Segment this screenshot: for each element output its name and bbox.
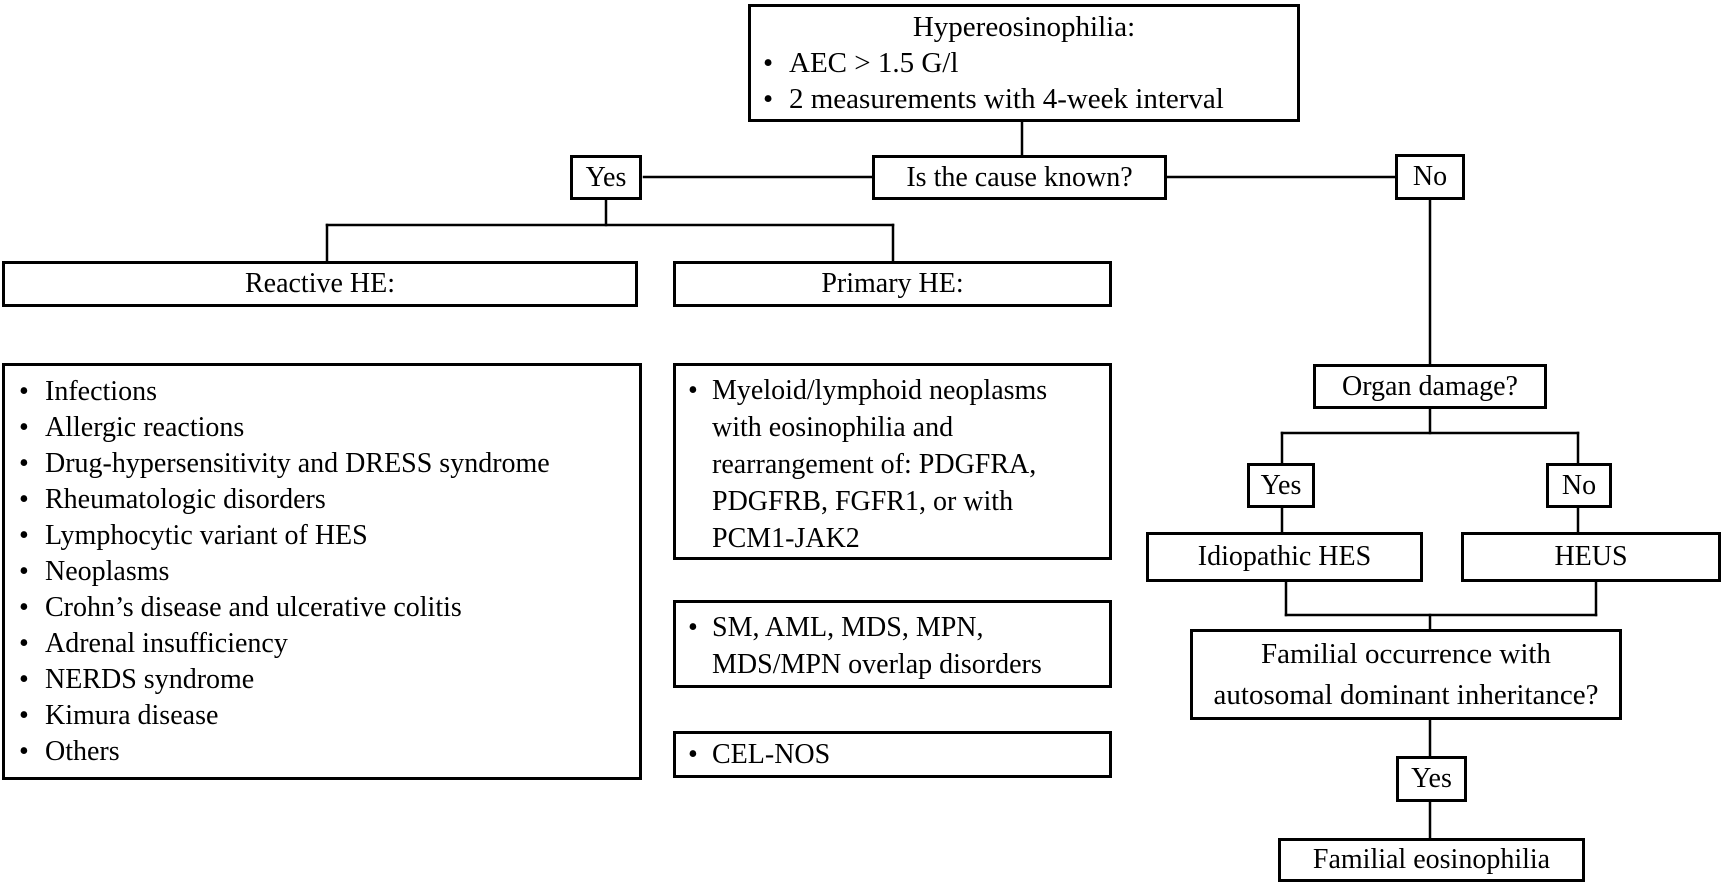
bullet-icon: •: [19, 520, 29, 551]
familial-eosinophilia-box: Familial eosinophilia: [1278, 838, 1585, 882]
organ-damage-question-label: Organ damage?: [1342, 370, 1518, 402]
heus-label: HEUS: [1554, 541, 1628, 572]
list-item: • Infections: [19, 374, 633, 410]
list-item: • Drug-hypersensitivity and DRESS syndro…: [19, 446, 633, 482]
organ-yes-label: Yes: [1260, 469, 1302, 501]
primary-box-myeloid-lymphoid: • Myeloid/lymphoid neoplasms with eosino…: [673, 363, 1112, 560]
cause-question-label: Is the cause known?: [906, 161, 1133, 193]
list-item: • Rheumatologic disorders: [19, 482, 633, 518]
list-item: • Kimura disease: [19, 698, 633, 734]
list-item-text: Rheumatologic disorders: [45, 484, 326, 515]
cause-question-box: Is the cause known?: [872, 155, 1167, 200]
bullet-icon: •: [19, 628, 29, 659]
familial-yes-box: Yes: [1396, 756, 1467, 802]
reactive-he-header-box: Reactive HE:: [2, 261, 638, 307]
primary-he-header-label: Primary HE:: [821, 268, 964, 299]
organ-damage-question-box: Organ damage?: [1313, 364, 1547, 409]
list-item: • Neoplasms: [19, 554, 633, 590]
list-item-text: Crohn’s disease and ulcerative colitis: [45, 592, 462, 623]
primary-box-sm-aml-mds-mpn-text: SM, AML, MDS, MPN, MDS/MPN overlap disor…: [712, 612, 1042, 680]
root-title: Hypereosinophilia:: [912, 11, 1136, 43]
no-branch-label: No: [1412, 161, 1448, 192]
yes-branch-label: Yes: [585, 161, 627, 193]
organ-no-box: No: [1546, 463, 1612, 508]
primary-box-myeloid-lymphoid-text: Myeloid/lymphoid neoplasms with eosinoph…: [712, 375, 1048, 554]
familial-question-box: Familial occurrence with autosomal domin…: [1190, 629, 1622, 720]
organ-no-label: No: [1561, 469, 1597, 501]
list-item: • Lymphocytic variant of HES: [19, 518, 633, 554]
list-item-text: Others: [45, 736, 120, 767]
bullet-icon: •: [19, 736, 29, 767]
list-item-text: Adrenal insufficiency: [45, 628, 288, 659]
root-bullet-aec-text: AEC > 1.5 G/l: [789, 47, 959, 79]
bullet-icon: •: [19, 376, 29, 407]
list-item-text: Drug-hypersensitivity and DRESS syndrome: [45, 448, 550, 479]
root-bullet-measurements-text: 2 measurements with 4-week interval: [789, 83, 1224, 115]
familial-yes-label: Yes: [1411, 763, 1452, 794]
primary-he-header-box: Primary HE:: [673, 261, 1112, 307]
bullet-icon: •: [19, 592, 29, 623]
list-item-text: Lymphocytic variant of HES: [45, 520, 368, 551]
familial-eosinophilia-label: Familial eosinophilia: [1312, 844, 1551, 875]
list-item: • Allergic reactions: [19, 410, 633, 446]
organ-yes-box: Yes: [1247, 463, 1315, 508]
bullet-icon: •: [19, 664, 29, 695]
heus-box: HEUS: [1461, 532, 1721, 582]
list-item-text: NERDS syndrome: [45, 664, 255, 695]
hypereosinophilia-root-box: Hypereosinophilia: • AEC > 1.5 G/l • 2 m…: [748, 4, 1300, 122]
primary-box-cel-nos-text: CEL-NOS: [712, 739, 831, 770]
primary-box-sm-aml-mds-mpn: • SM, AML, MDS, MPN, MDS/MPN overlap dis…: [673, 600, 1112, 688]
bullet-icon: •: [688, 612, 698, 643]
no-branch-box: No: [1395, 154, 1465, 200]
reactive-he-header-label: Reactive HE:: [244, 268, 396, 299]
yes-branch-box: Yes: [570, 155, 642, 200]
bullet-icon: •: [19, 484, 29, 515]
bullet-icon: •: [688, 375, 698, 406]
familial-question-label: Familial occurrence with autosomal domin…: [1213, 637, 1599, 711]
reactive-causes-list-box: • Infections • Allergic reactions • Drug…: [2, 363, 642, 780]
root-bullet-aec: • AEC > 1.5 G/l: [763, 45, 1297, 81]
list-item-text: Kimura disease: [45, 700, 219, 731]
list-item-text: Allergic reactions: [45, 412, 245, 443]
bullet-icon: •: [19, 556, 29, 587]
bullet-icon: •: [19, 412, 29, 443]
idiopathic-hes-box: Idiopathic HES: [1146, 532, 1423, 582]
bullet-icon: •: [763, 47, 774, 79]
idiopathic-hes-label: Idiopathic HES: [1197, 541, 1372, 572]
list-item-text: Neoplasms: [45, 556, 170, 587]
primary-box-cel-nos: • CEL-NOS: [673, 731, 1112, 778]
list-item: • Others: [19, 734, 633, 770]
list-item: • NERDS syndrome: [19, 662, 633, 698]
list-item: • Crohn’s disease and ulcerative colitis: [19, 590, 633, 626]
list-item-text: Infections: [45, 376, 157, 407]
bullet-icon: •: [763, 83, 774, 115]
root-bullet-measurements: • 2 measurements with 4-week interval: [763, 81, 1297, 117]
bullet-icon: •: [19, 700, 29, 731]
list-item: • Adrenal insufficiency: [19, 626, 633, 662]
bullet-icon: •: [688, 739, 698, 770]
bullet-icon: •: [19, 448, 29, 479]
